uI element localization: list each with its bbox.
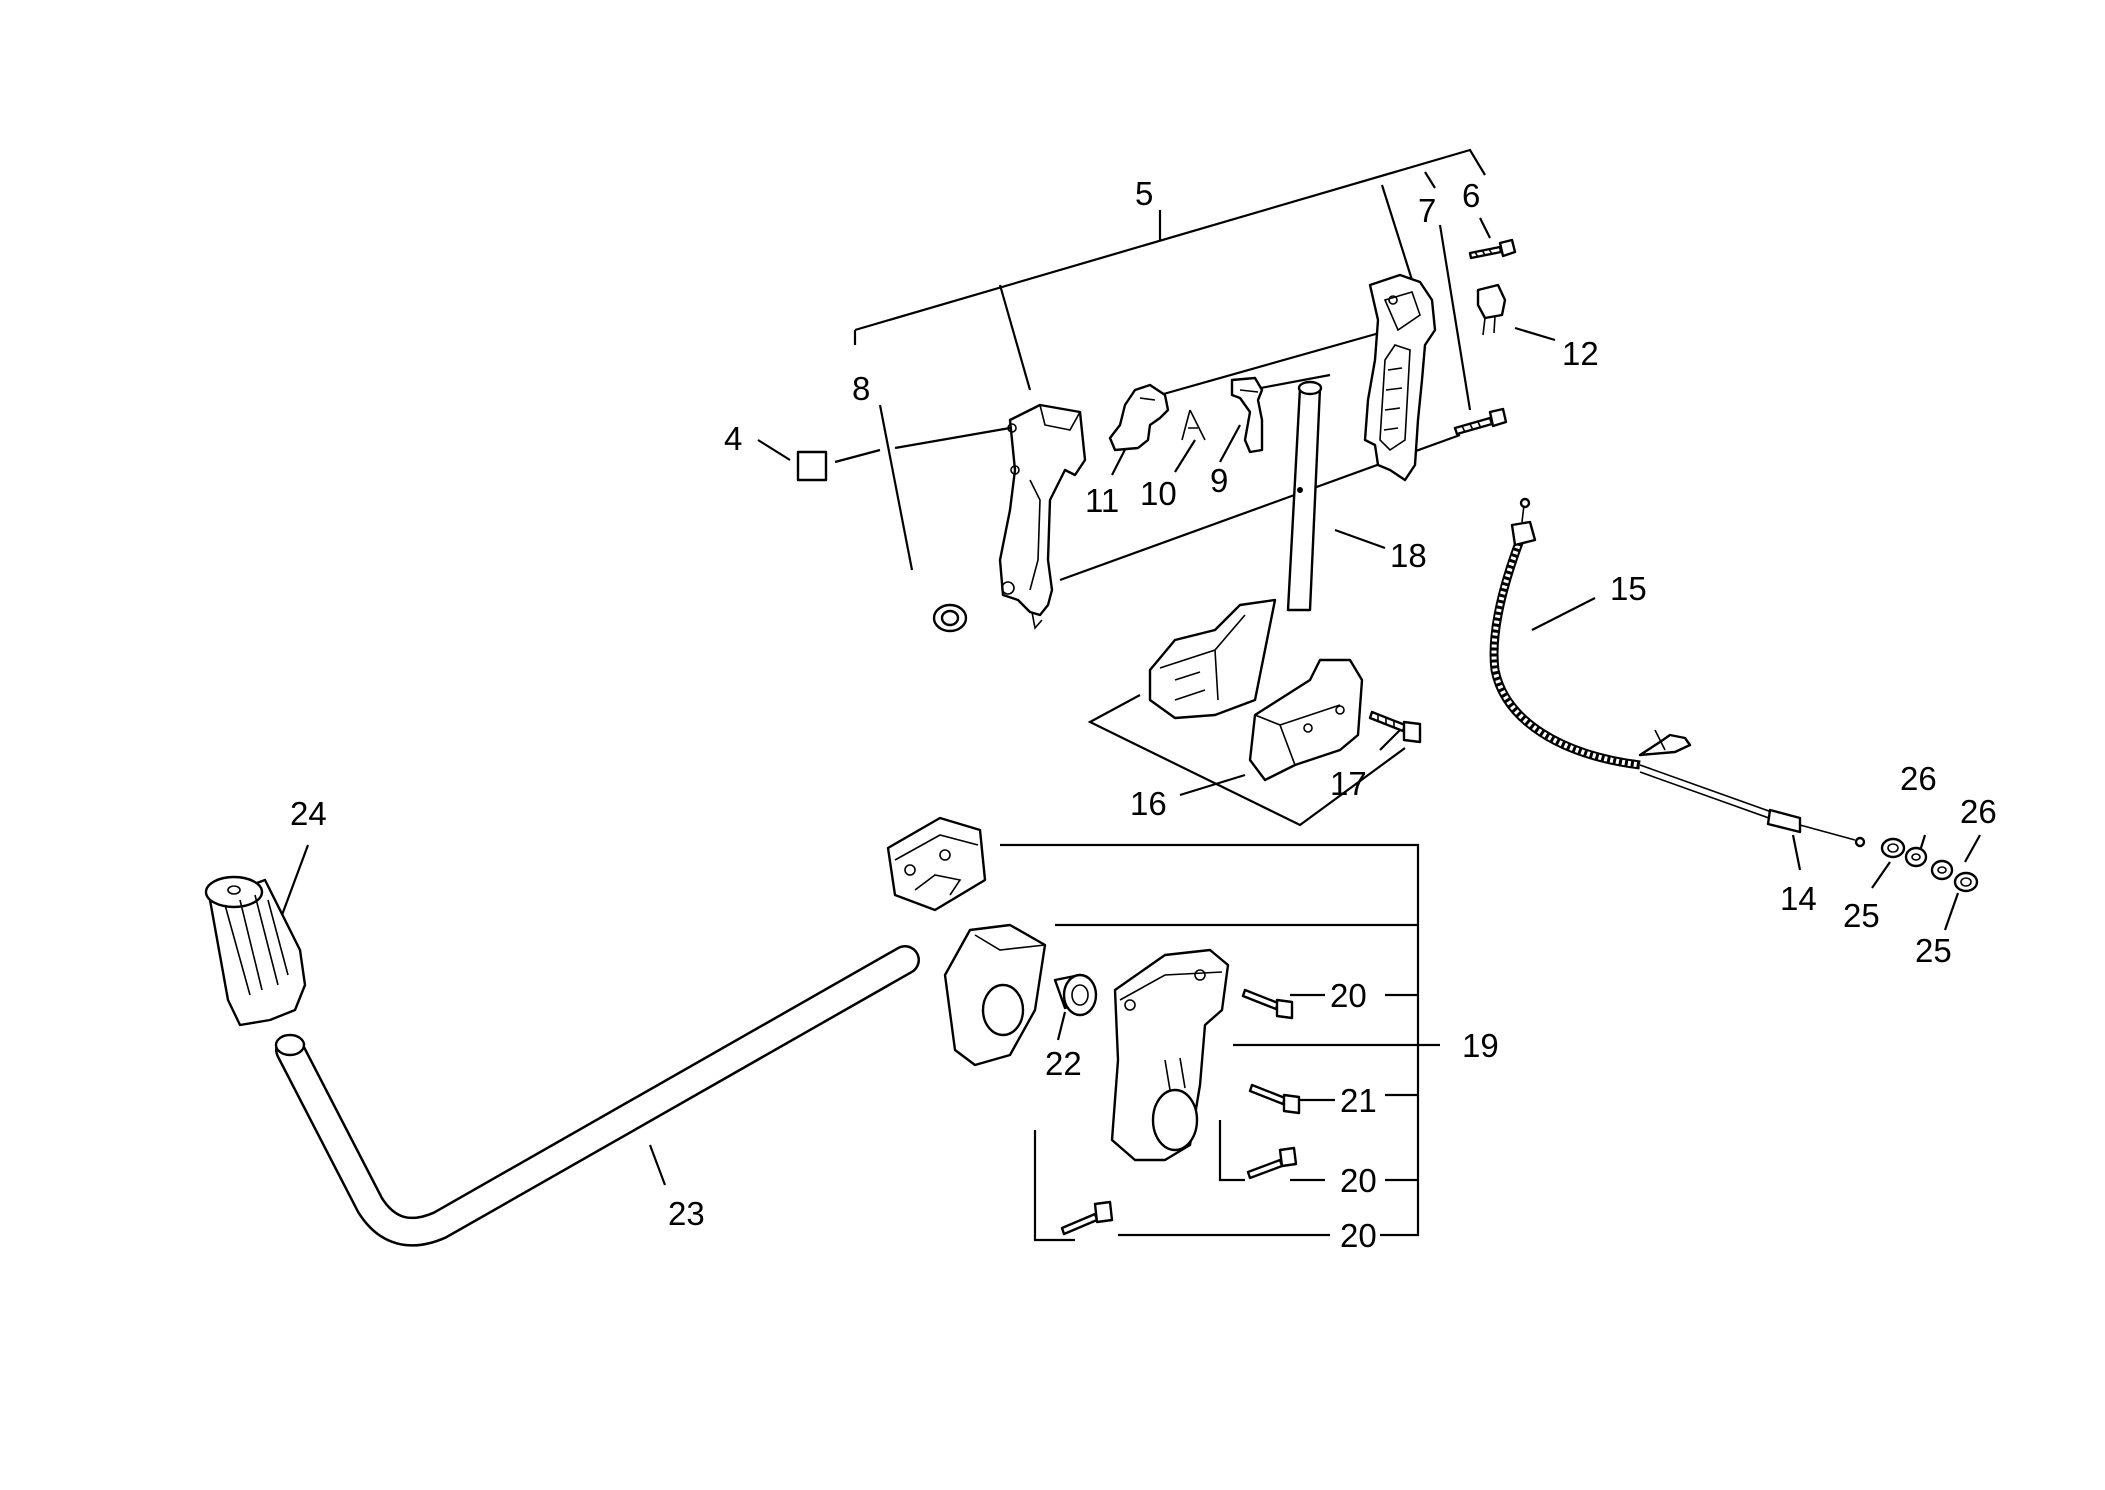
part-12-switch (1476, 283, 1507, 336)
callout-17: 17 (1330, 765, 1367, 802)
part-19-bracket-body (1110, 948, 1230, 1162)
callout-24: 24 (290, 795, 327, 832)
part-25-nut-a (1880, 837, 1906, 859)
callout-18: 18 (1390, 537, 1427, 574)
part-26-washer-b (1930, 859, 1954, 881)
callout-16: 16 (1130, 785, 1167, 822)
upper-bracket-block (886, 816, 987, 912)
part-4-clip (796, 450, 828, 482)
callout-12: 12 (1562, 335, 1599, 372)
callout-21: 21 (1340, 1082, 1377, 1119)
part-25-nut-b (1953, 871, 1979, 893)
callout-25-b: 25 (1915, 932, 1952, 969)
part-24-grip (204, 875, 307, 1027)
part-22-bushing (1053, 973, 1098, 1017)
part-16-clamp (1148, 598, 1364, 782)
part-9-lever (1230, 376, 1264, 454)
callout-15: 15 (1610, 570, 1647, 607)
callout-9: 9 (1210, 462, 1228, 499)
part-11-trigger (1108, 383, 1170, 452)
part-26-washer-a (1904, 846, 1928, 868)
part-21-bolt (1248, 1083, 1301, 1115)
callout-5: 5 (1135, 175, 1153, 212)
callout-19: 19 (1462, 1027, 1499, 1064)
callout-7: 7 (1418, 192, 1436, 229)
rear-bracket-plate (943, 923, 1047, 1067)
callout-6: 6 (1462, 177, 1480, 214)
right-handle-half (1363, 273, 1437, 482)
part-17-bolt (1368, 710, 1422, 744)
callout-14: 14 (1780, 880, 1817, 917)
part-20-bolt-b (1246, 1146, 1298, 1180)
callout-4: 4 (724, 420, 742, 457)
part-6-screw (1468, 238, 1517, 260)
part-8-nut (932, 603, 968, 633)
callout-20-c: 20 (1340, 1217, 1377, 1254)
callout-26-b: 26 (1960, 793, 1997, 830)
part-18-tube (1286, 380, 1323, 612)
left-handle-half (998, 403, 1087, 630)
part-10-spring (1181, 409, 1206, 441)
callout-20-a: 20 (1330, 977, 1367, 1014)
part-15-throttle-cable (1489, 497, 1866, 848)
callout-25-a: 25 (1843, 897, 1880, 934)
part-23-handlebar-tube (274, 945, 920, 1247)
callout-22: 22 (1045, 1045, 1082, 1082)
callout-11: 11 (1085, 482, 1119, 519)
callout-labels: 4 5 6 7 8 9 10 11 12 14 15 16 17 18 19 2… (290, 175, 1997, 1254)
callout-8: 8 (852, 370, 870, 407)
callout-10: 10 (1140, 475, 1177, 512)
callout-26-a: 26 (1900, 760, 1937, 797)
part-20-bolt-a (1241, 988, 1294, 1020)
part-20-bolt-c (1060, 1200, 1114, 1236)
callout-20-b: 20 (1340, 1162, 1377, 1199)
callout-23: 23 (668, 1195, 705, 1232)
part-7-bolt (1453, 407, 1508, 436)
